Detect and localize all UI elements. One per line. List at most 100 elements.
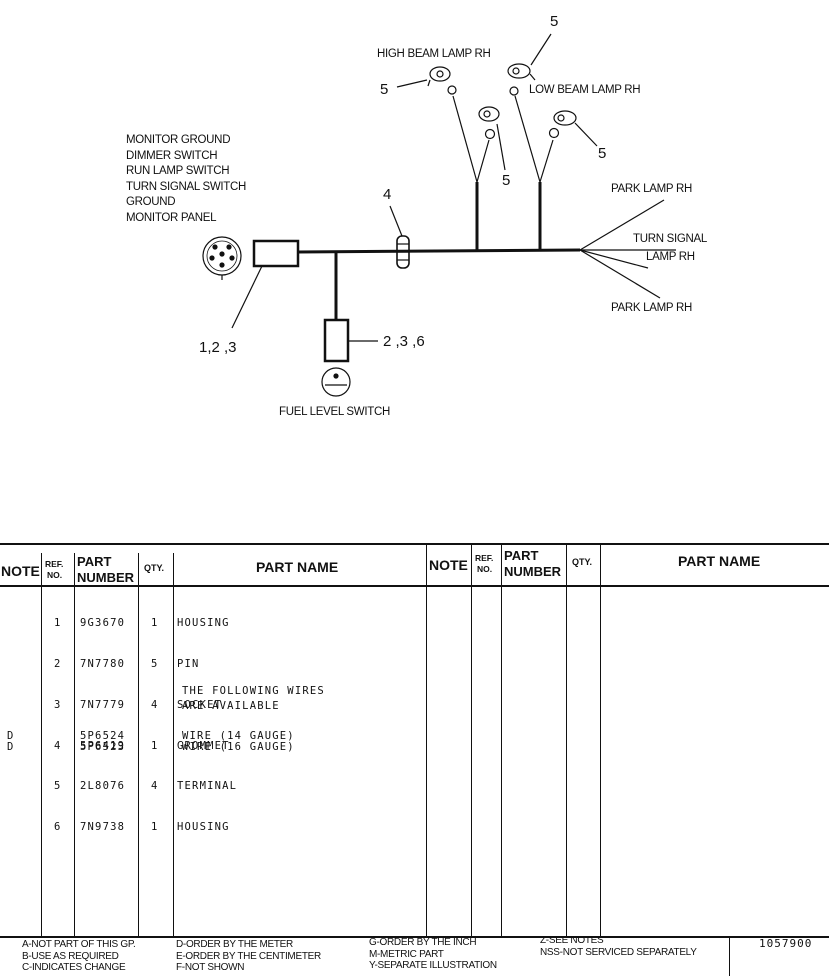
- legend-item: E-ORDER BY THE CENTIMETER: [176, 950, 321, 962]
- table-cell-ref: 5: [54, 780, 62, 793]
- main-trunk-wire: [297, 248, 581, 254]
- header-ref-2: NO.: [47, 570, 63, 580]
- column-rule: [41, 553, 42, 936]
- leader-line: [530, 33, 552, 66]
- ref-number: 5: [502, 172, 511, 189]
- table-cell-part-name: WIRE (16 GAUGE): [182, 741, 295, 753]
- table-cell-part-name: WIRE (14 GAUGE): [182, 730, 295, 742]
- table-cell-qty: 1: [151, 739, 159, 752]
- header-qty-right: QTY.: [572, 557, 593, 567]
- legend-footer: A-NOT PART OF THIS GP. B-USE AS REQUIRED…: [0, 935, 829, 976]
- lamp-icon: [427, 66, 451, 87]
- legend-item: Z-SEE NOTES: [540, 935, 604, 946]
- drawing-number: 1057900: [759, 937, 813, 950]
- ref-number: 1,2 ,3: [199, 339, 237, 356]
- table-cell-part-number: 2L8076: [80, 780, 126, 793]
- table-cell-part-name: SOCKET: [177, 698, 223, 711]
- table-cell-qty: 5: [151, 657, 159, 670]
- monitor-label: RUN LAMP SWITCH: [126, 165, 230, 177]
- turn-signal-label: TURN SIGNAL: [633, 233, 708, 245]
- table-header-rule: [0, 585, 829, 587]
- wiring-diagram: HIGH BEAM LAMP RH LOW BEAM LAMP RH PARK …: [0, 0, 829, 470]
- legend-item: C-INDICATES CHANGE: [22, 962, 126, 973]
- table-cell-ref: 3: [54, 698, 62, 711]
- table-cell-part-number: 9G3670: [80, 617, 126, 630]
- legend-column-2: D-ORDER BY THE METER E-ORDER BY THE CENT…: [176, 939, 321, 974]
- legend-item: F-NOT SHOWN: [176, 962, 245, 973]
- leader-line: [396, 79, 428, 88]
- header-note-right: NOTE: [429, 557, 468, 573]
- ref-number: 5: [598, 145, 607, 162]
- table-cell-part-name: TERMINAL: [177, 780, 238, 793]
- legend-column-1: A-NOT PART OF THIS GP. B-USE AS REQUIRED…: [22, 939, 136, 974]
- fuel-switch-face: [321, 367, 351, 397]
- leader-line: [389, 205, 403, 237]
- column-rule: [74, 553, 75, 936]
- table-cell-note: D: [7, 730, 15, 742]
- column-rule: [426, 543, 427, 936]
- leader-line: [496, 123, 506, 171]
- header-note: NOTE: [1, 563, 40, 579]
- column-rule: [471, 543, 472, 936]
- wires-note-line: THE FOLLOWING WIRES: [182, 685, 325, 697]
- table-cell-part-number: 7N9738: [80, 821, 126, 834]
- lamp-icon: [507, 63, 536, 81]
- leader-line: [574, 122, 598, 147]
- legend-item: NSS-NOT SERVICED SEPARATELY: [540, 946, 697, 958]
- fuel-switch-housing: [323, 318, 350, 363]
- harness-drawing: [202, 33, 676, 397]
- legend-item: D-ORDER BY THE METER: [176, 939, 293, 950]
- table-cell-qty: 4: [151, 780, 159, 793]
- high-beam-lead: [452, 95, 478, 183]
- table-cell-ref: 2: [54, 657, 62, 670]
- header-ref-right: REF.: [475, 553, 494, 563]
- monitor-label: MONITOR PANEL: [126, 211, 217, 224]
- header-part-number-right: NUMBER: [504, 564, 562, 579]
- header-part-name-right: PART NAME: [678, 553, 761, 569]
- turn-signal-label-2: LAMP RH: [646, 251, 695, 263]
- low-beam-lamp-label: LOW BEAM LAMP RH: [529, 84, 641, 96]
- legend-item: Y-SEPARATE ILLUSTRATION: [369, 960, 497, 971]
- ref-number: 4: [383, 186, 392, 203]
- column-rule: [173, 553, 174, 936]
- table-cell-part-number: 7N7779: [80, 698, 126, 711]
- low-beam-lead-2: [539, 139, 554, 183]
- fuel-level-switch-label: FUEL LEVEL SWITCH: [279, 406, 390, 418]
- header-part: PART: [77, 554, 112, 569]
- leader-line: [231, 265, 263, 329]
- wires-note-line-2: ARE AVAILABLE: [182, 700, 280, 712]
- column-rule: [600, 543, 601, 936]
- monitor-label: MONITOR GROUND: [126, 134, 231, 146]
- header-part-name: PART NAME: [256, 559, 339, 575]
- table-cell-part-name: HOUSING: [177, 821, 230, 834]
- legend-item: B-USE AS REQUIRED: [22, 950, 119, 962]
- low-beam-lead: [514, 95, 541, 183]
- legend-column-3: G-ORDER BY THE INCH M-METRIC PART Y-SEPA…: [369, 937, 497, 972]
- part-name-column: HOUSING PIN SOCKET GROMMET TERMINAL HOUS…: [177, 590, 237, 862]
- header-part-number: NUMBER: [77, 570, 135, 585]
- ref-number: 5: [380, 81, 389, 98]
- footer-rule: [0, 936, 829, 938]
- qty-column: 1 5 4 1 4 1: [151, 590, 181, 862]
- monitor-label: DIMMER SWITCH: [126, 149, 218, 162]
- table-cell-qty: 1: [151, 821, 159, 834]
- table-cell-qty: 4: [151, 698, 159, 711]
- header-ref-right-2: NO.: [477, 564, 493, 574]
- table-cell-part-name: HOUSING: [177, 617, 230, 630]
- column-rule: [501, 543, 502, 936]
- column-rule: [138, 553, 139, 936]
- table-top-rule: [0, 543, 829, 545]
- turn-signal-wire-2: [579, 249, 649, 269]
- table-cell-part-name: GROMMET: [177, 739, 230, 752]
- lamp-icon: [478, 106, 500, 122]
- table-cell-part-number: 5P6419: [80, 739, 126, 752]
- table-cell-ref: 4: [54, 739, 62, 752]
- legend-item: A-NOT PART OF THIS GP.: [22, 939, 136, 950]
- monitor-connector-labels: MONITOR GROUND DIMMER SWITCH RUN LAMP SW…: [126, 133, 246, 226]
- high-beam-lamp-label: HIGH BEAM LAMP RH: [377, 48, 491, 60]
- footer-divider: [729, 936, 730, 976]
- header-part-right: PART: [504, 548, 539, 563]
- terminal-circle: [484, 128, 496, 140]
- legend-item: G-ORDER BY THE INCH: [369, 937, 477, 948]
- table-cell-ref: 6: [54, 821, 62, 834]
